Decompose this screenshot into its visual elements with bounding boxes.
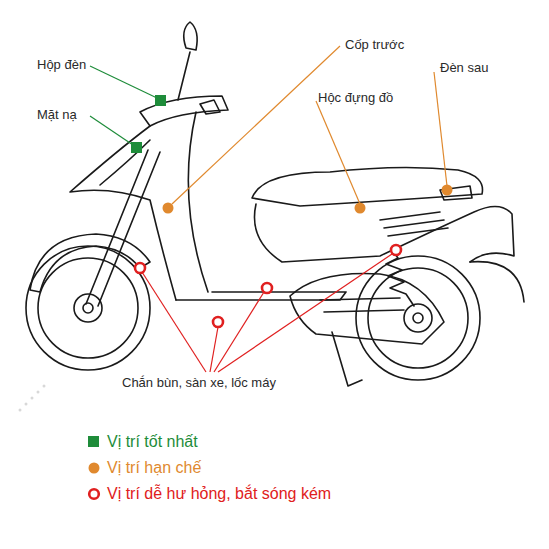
legend-square	[87, 435, 101, 449]
legend-text: Vị trí tốt nhất	[107, 432, 198, 452]
part-label: Đèn sau	[440, 60, 488, 76]
part-label: Mặt nạ	[37, 107, 77, 123]
part-label: Cốp trước	[345, 37, 404, 53]
part-label: Hộp đèn	[37, 57, 86, 73]
legend-text: Vị trí hạn chế	[107, 458, 201, 478]
legend-ring	[87, 487, 101, 501]
legend-dot	[87, 461, 101, 475]
legend-text: Vị trí dễ hư hỏng, bắt sóng kém	[107, 484, 331, 504]
part-label: Chắn bùn, sàn xe, lốc máy	[122, 375, 276, 391]
part-label: Hộc đựng đồ	[318, 90, 393, 106]
